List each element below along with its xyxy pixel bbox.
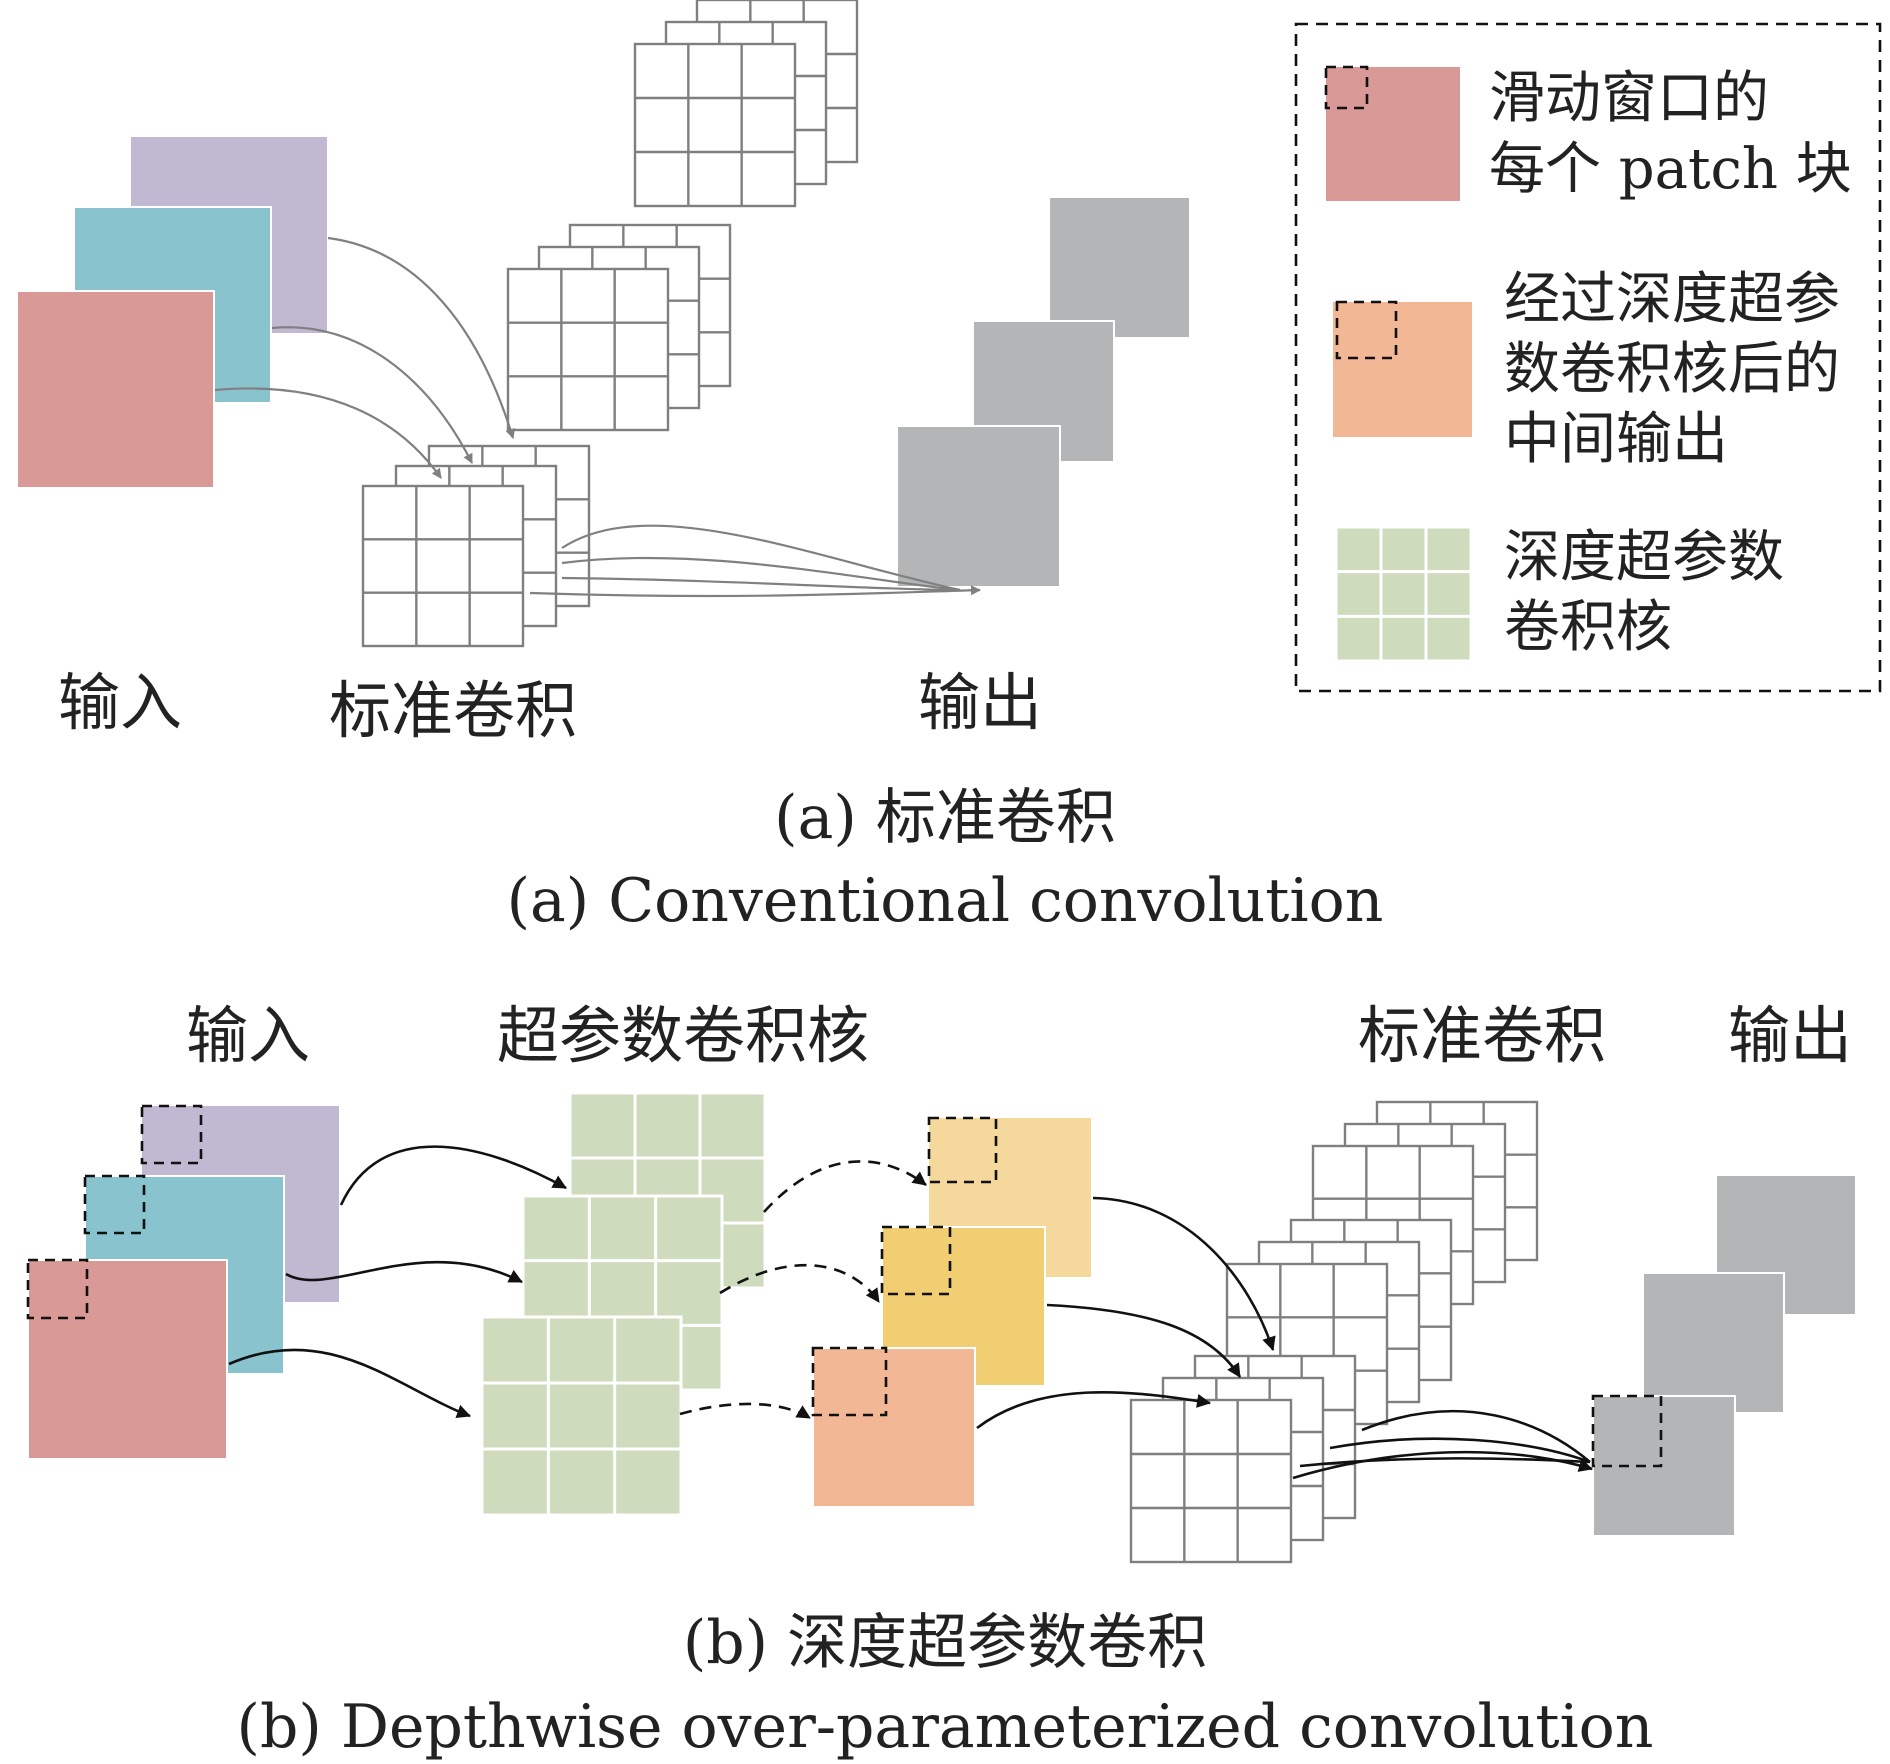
b-conv-label: 标准卷积 <box>1358 999 1606 1072</box>
b-arrow-out-1 <box>1361 1409 1591 1463</box>
part-a: 输入 标准卷积 输出 <box>16 0 1189 747</box>
b-input-window-2 <box>83 1174 146 1235</box>
legend: 滑动窗口的 每个 patch 块 经过深度超参 数卷积核后的 中间输出 深度超参… <box>1294 22 1882 693</box>
a-output-label: 输出 <box>918 666 1042 739</box>
b-depthwise-kernel-3 <box>480 1315 683 1517</box>
b-mid-window-3 <box>811 1346 888 1417</box>
legend-mid-window <box>1335 300 1398 360</box>
b-mid-window-2 <box>880 1225 952 1296</box>
a-output-map-3 <box>896 425 1061 588</box>
legend-patch-line2: 每个 patch 块 <box>1489 137 1852 202</box>
b-input-window-3 <box>26 1258 89 1320</box>
a-output-map-1 <box>1050 198 1189 337</box>
b-mid-map-peach <box>812 1347 976 1508</box>
b-output-window <box>1591 1394 1663 1468</box>
a-arrow-out-4 <box>529 585 981 598</box>
a-arrow-out-2 <box>561 556 961 592</box>
a-kernel-stack-front-layer-3 <box>361 484 525 648</box>
b-arrow-mid-3 <box>976 1390 1211 1430</box>
legend-mid-line1: 经过深度超参 <box>1504 267 1840 332</box>
legend-patch-window <box>1324 65 1369 110</box>
a-input-map-red <box>16 290 215 489</box>
b-dash-2 <box>719 1263 881 1303</box>
b-input-window-1 <box>140 1104 203 1165</box>
legend-mid-line2: 数卷积核后的 <box>1504 337 1840 402</box>
b-output-label: 输出 <box>1728 999 1852 1072</box>
b-kernel-stack-front-layer-3 <box>1129 1398 1293 1564</box>
a-arrow-out-3 <box>561 576 961 592</box>
legend-patch-swatch <box>1326 67 1460 201</box>
b-kernel-stacks <box>1129 1100 1539 1564</box>
legend-patch-line1: 滑动窗口的 <box>1489 66 1769 131</box>
b-arrow-in-3 <box>228 1348 471 1419</box>
legend-mid-swatch <box>1333 302 1472 437</box>
b-arrow-out-4 <box>1292 1450 1593 1480</box>
b-mid-window-1 <box>927 1116 998 1184</box>
b-depthwise-kernels <box>480 1091 767 1517</box>
b-arrow-out-2 <box>1329 1437 1591 1464</box>
legend-kernel-line1: 深度超参数 <box>1504 525 1784 590</box>
b-arrow-in-1 <box>339 1145 567 1206</box>
legend-kernel-grid <box>1334 525 1473 663</box>
legend-frame <box>1294 22 1882 693</box>
b-kernel-label: 超参数卷积核 <box>497 999 869 1072</box>
caption-a-cn: (a) 标准卷积 <box>774 783 1116 853</box>
part-b: 输入 超参数卷积核 标准卷积 输出 <box>26 999 1855 1564</box>
a-kernel-stack-middle-layer-3 <box>506 267 670 432</box>
a-input-label: 输入 <box>58 666 182 739</box>
a-kernel-stacks <box>361 0 859 648</box>
a-arrow-out-1 <box>561 524 961 592</box>
b-dash-1 <box>763 1160 927 1213</box>
b-output-map-2 <box>1642 1272 1785 1414</box>
legend-kernel-line2: 卷积核 <box>1504 595 1672 660</box>
caption-b-en: (b) Depthwise over-parameterized convolu… <box>237 1692 1654 1762</box>
b-arrow-mid-2 <box>1046 1303 1242 1378</box>
a-conv-label: 标准卷积 <box>329 674 577 747</box>
b-arrow-mid-1 <box>1092 1196 1276 1351</box>
caption-a-en: (a) Conventional convolution <box>507 866 1384 936</box>
b-output-map-3 <box>1592 1395 1736 1537</box>
b-input-map-red <box>27 1259 228 1460</box>
b-input-label: 输入 <box>186 999 310 1072</box>
b-dash-3 <box>679 1402 811 1420</box>
caption-b-cn: (b) 深度超参数卷积 <box>683 1608 1207 1678</box>
legend-mid-line3: 中间输出 <box>1504 407 1728 472</box>
b-arrow-in-2 <box>285 1260 523 1284</box>
a-arrow-input-1 <box>327 236 516 439</box>
a-kernel-stack-top-layer-3 <box>633 42 797 208</box>
a-arrow-input-2 <box>271 326 473 464</box>
legend-kernel-swatch <box>1334 525 1473 663</box>
a-arrow-input-3 <box>214 387 442 479</box>
